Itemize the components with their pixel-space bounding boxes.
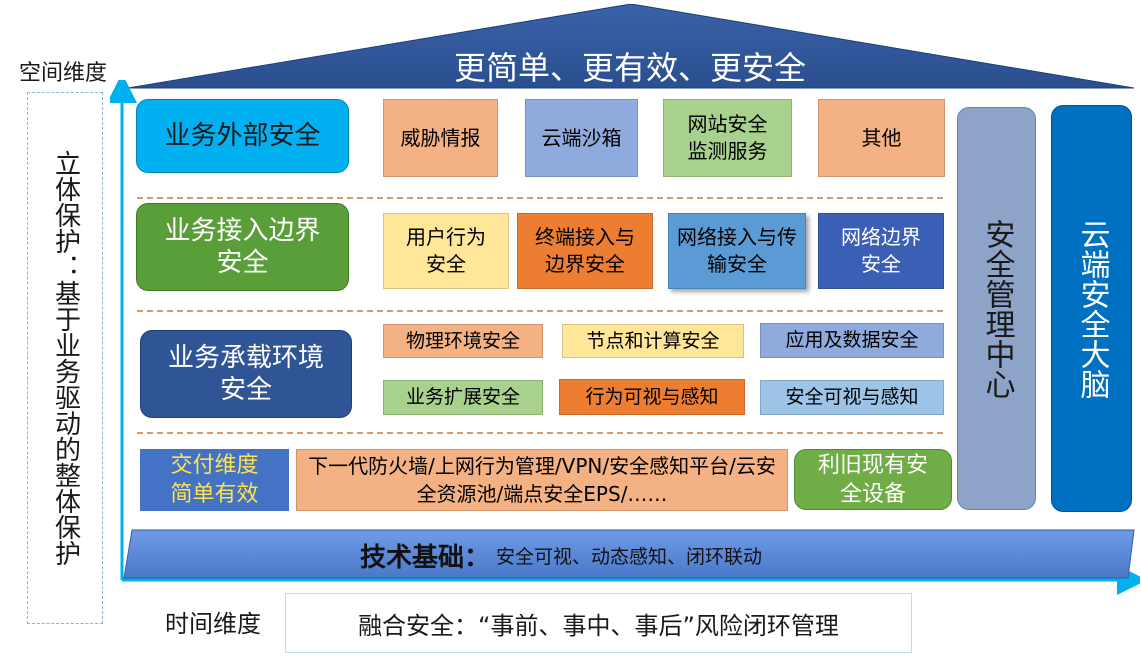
cell-website-monitor: 网站安全监测服务 — [663, 99, 792, 177]
foundation-text: 技术基础： 安全可视、动态感知、闭环联动 — [360, 535, 920, 575]
cell-business-extension: 业务扩展安全 — [383, 380, 543, 415]
cell-network-transport: 网络接入与传输安全 — [668, 213, 806, 289]
foundation-title: 技术基础： — [360, 542, 491, 573]
delivery-label: 交付维度简单有效 — [140, 449, 289, 511]
space-dimension-label: 空间维度 — [18, 61, 107, 86]
cell-other: 其他 — [818, 99, 945, 177]
row-label-environment: 业务承载环境安全 — [140, 330, 352, 418]
security-management-center: 安全管理中心 — [957, 107, 1036, 510]
cloud-security-brain: 云端安全大脑 — [1051, 105, 1132, 512]
cell-user-behavior: 用户行为安全 — [383, 213, 509, 289]
time-dimension-label: 时间维度 — [165, 609, 261, 638]
cell-behavior-visual: 行为可视与感知 — [559, 379, 745, 415]
left-panel-border — [27, 92, 103, 624]
roof-title: 更简单、更有效、更安全 — [453, 49, 806, 87]
cell-cloud-sandbox: 云端沙箱 — [525, 99, 638, 177]
row-divider-1 — [137, 197, 943, 199]
cell-terminal-access: 终端接入与边界安全 — [517, 213, 653, 289]
cell-node-compute: 节点和计算安全 — [562, 324, 744, 358]
delivery-products: 下一代防火墙/上网行为管理/VPN/安全感知平台/云安全资源池/端点安全EPS/… — [296, 449, 788, 511]
left-panel-text: 立体保护：基于业务驱动的整体保护 — [50, 150, 81, 566]
axes — [110, 80, 1140, 595]
cell-network-boundary: 网络边界安全 — [818, 213, 944, 289]
row-label-access: 业务接入边界安全 — [136, 203, 349, 291]
cell-physical-env: 物理环境安全 — [383, 324, 543, 358]
row-divider-3 — [137, 432, 943, 434]
fusion-security-statement: 融合安全：“事前、事中、事后”风险闭环管理 — [285, 593, 912, 653]
reuse-devices: 利旧现有安全设备 — [794, 449, 952, 510]
row-label-external: 业务外部安全 — [136, 99, 349, 173]
cell-threat-intel: 威胁情报 — [383, 99, 498, 177]
foundation-detail: 安全可视、动态感知、闭环联动 — [496, 545, 763, 568]
cell-app-data: 应用及数据安全 — [760, 323, 944, 358]
foundation-bar — [123, 529, 1135, 579]
roof-shape — [128, 4, 1134, 89]
cell-security-visual: 安全可视与感知 — [760, 380, 944, 415]
row-divider-2 — [137, 310, 943, 312]
